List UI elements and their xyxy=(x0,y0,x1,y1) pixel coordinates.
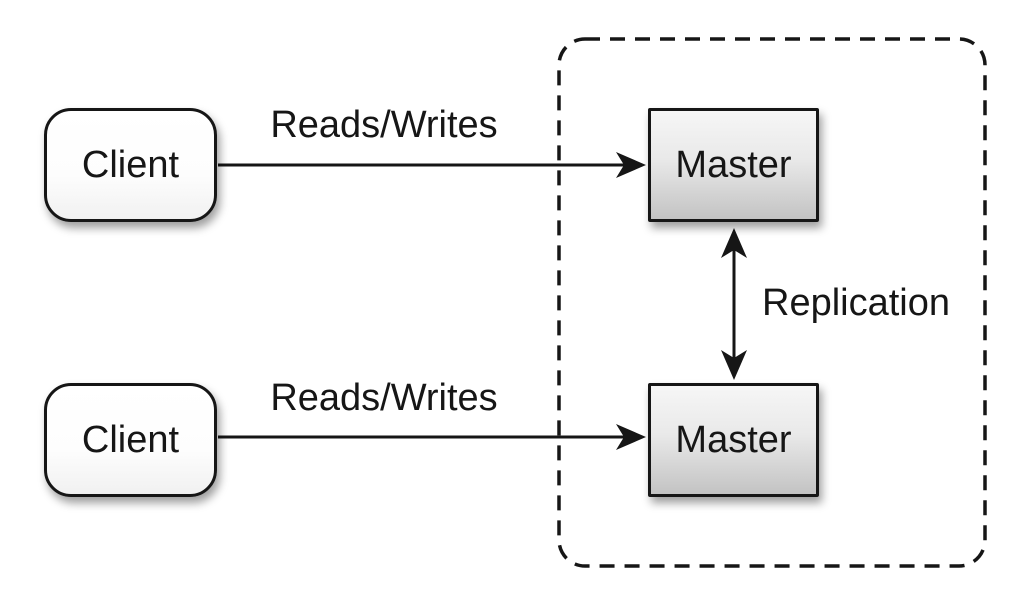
replication-group-border xyxy=(557,37,987,568)
edge-label-replication: Replication xyxy=(762,282,950,324)
arrowhead-right-top xyxy=(616,152,646,178)
client-node-bottom: Client xyxy=(44,383,217,497)
arrowhead-up-replication xyxy=(721,228,747,258)
master-node-bottom: Master xyxy=(648,383,819,497)
edge-label-reads-writes-bottom: Reads/Writes xyxy=(270,377,498,419)
master-top-label: Master xyxy=(675,144,792,186)
master-bottom-label: Master xyxy=(675,419,792,461)
client-node-top: Client xyxy=(44,108,217,222)
arrowhead-right-bottom xyxy=(616,424,646,450)
client-bottom-label: Client xyxy=(81,419,180,461)
arrowhead-down-replication xyxy=(721,350,747,380)
client-top-label: Client xyxy=(81,144,180,186)
edge-label-reads-writes-top: Reads/Writes xyxy=(270,104,498,146)
master-node-top: Master xyxy=(648,108,819,222)
